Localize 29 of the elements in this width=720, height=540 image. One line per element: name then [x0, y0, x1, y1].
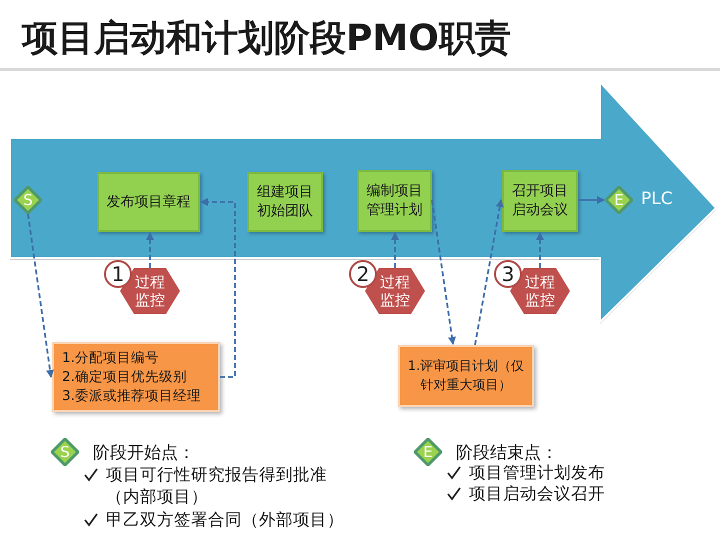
arrow: [474, 199, 504, 346]
number-badge: 3: [494, 260, 522, 288]
bullet-text: 项目启动会议召开: [469, 483, 606, 505]
number-badge: 1: [104, 260, 132, 288]
task-box: 1.评审项目计划（仅针对重大项目）: [398, 345, 534, 407]
task-box: 1.分配项目编号 2.确定项目优先级别 3.委派或推荐项目经理: [52, 342, 220, 412]
arrow: [578, 196, 605, 204]
bullet-text: 项目可行性研究报告得到批准（内部项目）: [106, 464, 328, 508]
legend-heading: 阶段开始点：: [93, 442, 195, 464]
milestone-diamond: E: [605, 186, 633, 214]
bullet-text: 甲乙双方签署合同（外部项目）: [106, 509, 345, 531]
legend-heading: 阶段结束点：: [456, 442, 558, 464]
arrow: [146, 232, 154, 268]
arrow: [391, 232, 399, 268]
title: 项目启动和计划阶段PMO职责: [22, 17, 511, 61]
bullet-text: 项目管理计划发布: [469, 462, 606, 484]
process-box: 召开项目启动会议: [502, 170, 578, 232]
arrow: [27, 214, 54, 378]
process-box: 组建项目初始团队: [247, 172, 323, 232]
process-box: 编制项目管理计划: [357, 170, 432, 232]
milestone-diamond: S: [14, 186, 42, 214]
milestone-diamond: E: [414, 438, 442, 466]
end-label: PLC: [641, 189, 673, 209]
arrow: [431, 200, 456, 345]
milestone-diamond: S: [51, 438, 79, 466]
number-badge: 2: [349, 260, 377, 288]
process-box: 发布项目章程: [97, 172, 200, 232]
arrow: [200, 198, 236, 378]
arrow: [536, 232, 544, 268]
